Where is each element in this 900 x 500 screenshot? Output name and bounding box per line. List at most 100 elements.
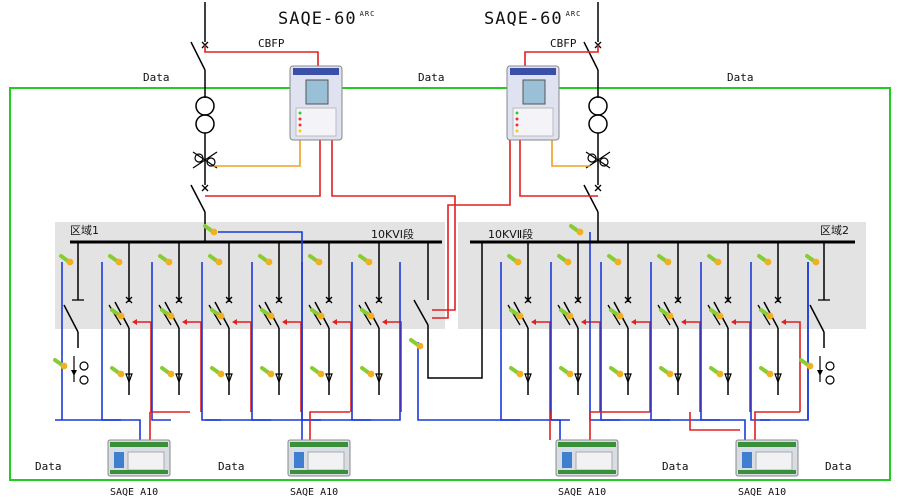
arc-sensor <box>360 308 375 320</box>
ct-wiring <box>214 140 590 167</box>
relay-saqe60-2 <box>506 65 560 141</box>
data-network-loop <box>9 87 891 481</box>
arc-sensor <box>53 358 68 370</box>
arc-sensor <box>210 308 225 320</box>
arc-sensor <box>308 254 323 266</box>
arc-sensor <box>258 254 273 266</box>
arc-sensor <box>759 366 774 378</box>
breaker-mark <box>574 296 582 304</box>
trip-bus-2 <box>309 411 350 440</box>
breaker-mark <box>175 296 183 304</box>
arc-sensor <box>709 366 724 378</box>
zone-1-label: 区域1 <box>70 224 99 237</box>
module-label: SAQE A10 <box>738 487 786 498</box>
ct-symbol <box>192 151 218 169</box>
incomer-1 <box>190 2 215 242</box>
arc-sensor <box>799 358 814 370</box>
incomer-1-sensor-wire <box>218 231 303 440</box>
feeder-bay <box>101 242 152 421</box>
arc-sensor <box>507 254 522 266</box>
arc-sensor <box>203 224 218 236</box>
module-label: SAQE A10 <box>110 487 158 498</box>
arc-sensor <box>108 254 123 266</box>
arc-sensor <box>358 254 373 266</box>
arc-sensor <box>759 308 774 320</box>
data-label: Data <box>418 71 445 84</box>
arc-sensor <box>805 254 820 266</box>
trip-bus-3b <box>589 411 650 440</box>
data-label: Data <box>662 460 689 473</box>
sensor-bus-4 <box>417 342 561 440</box>
arc-sensor <box>110 308 125 320</box>
arc-sensor <box>110 366 125 378</box>
trip-bus-4b <box>689 412 740 431</box>
breaker-mark <box>275 296 283 304</box>
arc-sensor <box>559 366 574 378</box>
arc-sensor <box>310 308 325 320</box>
sensor-bus-5 <box>589 232 746 440</box>
arc-sensor <box>160 366 175 378</box>
arc-sensor <box>607 254 622 266</box>
arc-sensor <box>59 254 74 266</box>
breaker-mark <box>724 296 732 304</box>
arc-sensor <box>559 308 574 320</box>
breaker-mark <box>774 296 782 304</box>
arc-sensor <box>609 366 624 378</box>
arc-sensor <box>210 366 225 378</box>
data-label: Data <box>35 460 62 473</box>
sensor-bus-6 <box>760 262 809 421</box>
breaker-mark <box>201 184 209 192</box>
trip-wiring <box>204 45 599 319</box>
incomer-2 <box>583 2 608 242</box>
cbfp-label-2: CBFP <box>550 37 577 50</box>
arc-sensor <box>360 366 375 378</box>
arc-sensor <box>260 366 275 378</box>
arc-sensor <box>208 254 223 266</box>
io-module-saqe-a10 <box>555 439 619 477</box>
sensor-bus-3 <box>300 262 401 421</box>
breaker-mark <box>624 296 632 304</box>
arc-sensor <box>707 254 722 266</box>
arc-sensor <box>609 308 624 320</box>
arc-sensor <box>757 254 772 266</box>
breaker-mark <box>325 296 333 304</box>
breaker-mark <box>125 296 133 304</box>
data-label: Data <box>218 460 245 473</box>
trip-bus-4 <box>754 411 800 440</box>
io-module-saqe-a10 <box>107 439 171 477</box>
cbfp-label-1: CBFP <box>258 37 285 50</box>
arc-sensor <box>659 366 674 378</box>
breaker-mark <box>375 296 383 304</box>
bus-coupler <box>413 242 483 379</box>
breaker-mark <box>225 296 233 304</box>
bus-2-label: 10KVⅡ段 <box>488 227 533 241</box>
io-module-saqe-a10 <box>287 439 351 477</box>
module-label: SAQE A10 <box>290 487 338 498</box>
arc-sensor <box>509 308 524 320</box>
io-module-saqe-a10 <box>735 439 799 477</box>
data-label: Data <box>727 71 754 84</box>
arc-sensor <box>569 224 584 236</box>
data-label: Data <box>825 460 852 473</box>
data-label: Data <box>143 71 170 84</box>
breaker-mark <box>524 296 532 304</box>
arc-sensor <box>158 254 173 266</box>
module-label: SAQE A10 <box>558 487 606 498</box>
arc-sensor <box>310 366 325 378</box>
arc-sensor <box>659 308 674 320</box>
arc-sensor <box>509 366 524 378</box>
arc-sensor <box>409 338 424 350</box>
arc-sensor <box>260 308 275 320</box>
arc-sensor <box>709 308 724 320</box>
arc-sensor <box>557 254 572 266</box>
relay-saqe60-1 <box>289 65 343 141</box>
pt-bay <box>61 242 89 420</box>
zone-2-label: 区域2 <box>820 224 849 237</box>
breaker-mark <box>674 296 682 304</box>
arc-sensor <box>160 308 175 320</box>
sensor-bus-1 <box>55 419 141 440</box>
arc-sensor <box>657 254 672 266</box>
